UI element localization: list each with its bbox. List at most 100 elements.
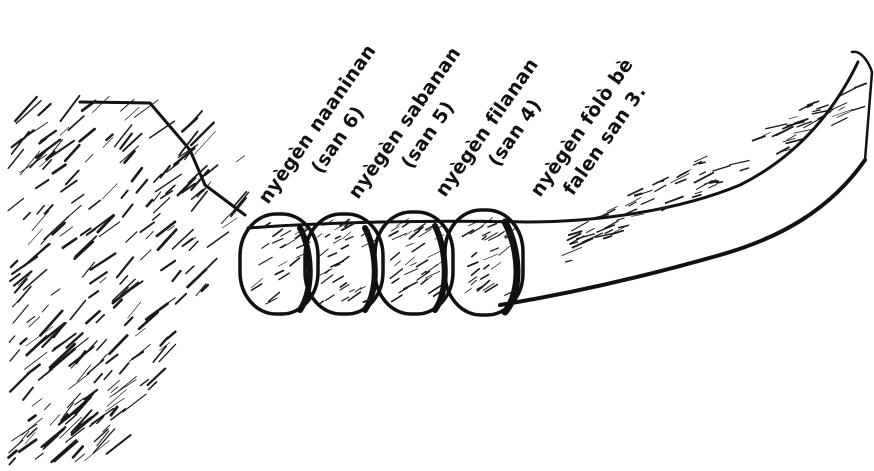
hatch-stroke <box>666 197 683 203</box>
hatch-stroke <box>20 151 40 175</box>
hatch-stroke <box>160 338 167 346</box>
hatch-stroke <box>42 305 48 312</box>
hatch-stroke <box>421 279 427 284</box>
hatch-stroke <box>349 289 354 291</box>
hatch-stroke <box>653 177 668 184</box>
hatch-stroke <box>679 170 691 176</box>
hatch-stroke <box>120 146 138 163</box>
hatch-stroke <box>45 205 53 214</box>
hatch-stroke <box>69 373 90 389</box>
hatch-stroke <box>395 261 401 266</box>
hatch-stroke <box>109 336 127 354</box>
hatch-stroke <box>320 269 332 276</box>
hatch-stroke <box>13 305 28 323</box>
hatch-stroke <box>27 317 35 323</box>
hatch-stroke <box>419 229 431 237</box>
hatch-stroke <box>104 371 112 380</box>
hatch-stroke <box>75 236 96 256</box>
hatch-stroke <box>73 447 83 458</box>
hatch-stroke <box>328 253 336 256</box>
hatch-stroke <box>489 236 499 241</box>
hatch-stroke <box>65 145 79 161</box>
hatch-stroke <box>85 441 110 461</box>
hatch-stroke <box>29 416 36 421</box>
hatch-stroke <box>44 216 69 239</box>
hatch-stroke <box>96 315 104 323</box>
hatch-stroke <box>471 269 479 276</box>
hatch-stroke <box>319 249 328 256</box>
hatch-stroke <box>89 200 100 209</box>
hatch-stroke <box>123 205 133 217</box>
hatch-stroke <box>412 243 424 251</box>
hatch-stroke <box>60 227 73 236</box>
hatch-stroke <box>281 231 291 237</box>
hatch-stroke <box>605 221 618 229</box>
hatch-stroke <box>137 180 148 193</box>
hatch-stroke <box>410 263 416 266</box>
hatch-stroke <box>693 195 701 197</box>
hatch-stroke <box>390 269 402 279</box>
hatch-stroke <box>24 213 31 220</box>
hatch-stroke <box>10 350 19 361</box>
hatch-stroke <box>392 295 402 302</box>
hatch-stroke <box>740 168 748 171</box>
hatch-stroke <box>468 262 478 266</box>
hatch-stroke <box>481 275 489 279</box>
hatch-stroke <box>120 276 127 284</box>
hatch-stroke <box>128 302 141 318</box>
hatch-stroke <box>9 336 15 342</box>
hatch-stroke <box>139 312 158 329</box>
hatch-stroke <box>11 261 17 267</box>
hatch-stroke <box>120 363 129 373</box>
hatch-stroke <box>141 250 151 260</box>
hatch-stroke <box>604 236 612 238</box>
hatch-stroke <box>188 111 202 127</box>
hatch-stroke <box>154 198 170 213</box>
hatch-stroke <box>66 171 79 185</box>
hatch-stroke <box>405 257 414 265</box>
ring-3 <box>445 210 523 315</box>
hatch-stroke <box>259 257 272 265</box>
hatch-stroke <box>97 340 106 351</box>
hatch-stroke <box>417 260 428 267</box>
hatch-stroke <box>147 200 152 206</box>
hatch-stroke <box>597 225 615 232</box>
hatch-stroke <box>331 261 344 267</box>
hatch-stroke <box>605 230 612 233</box>
hatch-stroke <box>132 168 142 181</box>
hatch-stroke <box>20 339 26 344</box>
hatch-stroke <box>572 222 589 231</box>
hatch-stroke <box>346 237 353 240</box>
hatch-stroke <box>8 199 23 211</box>
hatch-stroke <box>321 275 332 284</box>
hatch-stroke <box>391 226 399 231</box>
hatch-stroke <box>53 165 66 174</box>
hatch-stroke <box>23 388 33 400</box>
hatch-stroke <box>273 229 283 236</box>
hatch-stroke <box>208 259 217 268</box>
hatch-stroke <box>53 223 65 234</box>
hatch-stroke <box>90 272 107 283</box>
hatch-stroke <box>491 248 499 251</box>
hatch-stroke <box>333 276 343 282</box>
hatch-stroke <box>52 440 77 462</box>
head-sketch <box>8 96 249 465</box>
hatch-stroke <box>426 265 438 274</box>
hatch-stroke <box>498 232 504 236</box>
hatch-stroke <box>341 245 348 249</box>
hatch-stroke <box>32 211 49 231</box>
ring-4 <box>375 212 453 314</box>
hatch-stroke <box>189 241 198 250</box>
hatch-stroke <box>153 214 160 220</box>
hatch-stroke <box>106 355 117 364</box>
hatch-stroke <box>74 242 92 259</box>
hatch-stroke <box>290 258 299 266</box>
hatch-stroke <box>161 261 175 270</box>
hatch-stroke <box>113 283 138 303</box>
hatch-stroke <box>146 231 153 238</box>
hatch-stroke <box>275 271 283 275</box>
hatch-stroke <box>110 379 136 397</box>
hatch-stroke <box>100 278 106 283</box>
hatch-stroke <box>482 236 486 239</box>
